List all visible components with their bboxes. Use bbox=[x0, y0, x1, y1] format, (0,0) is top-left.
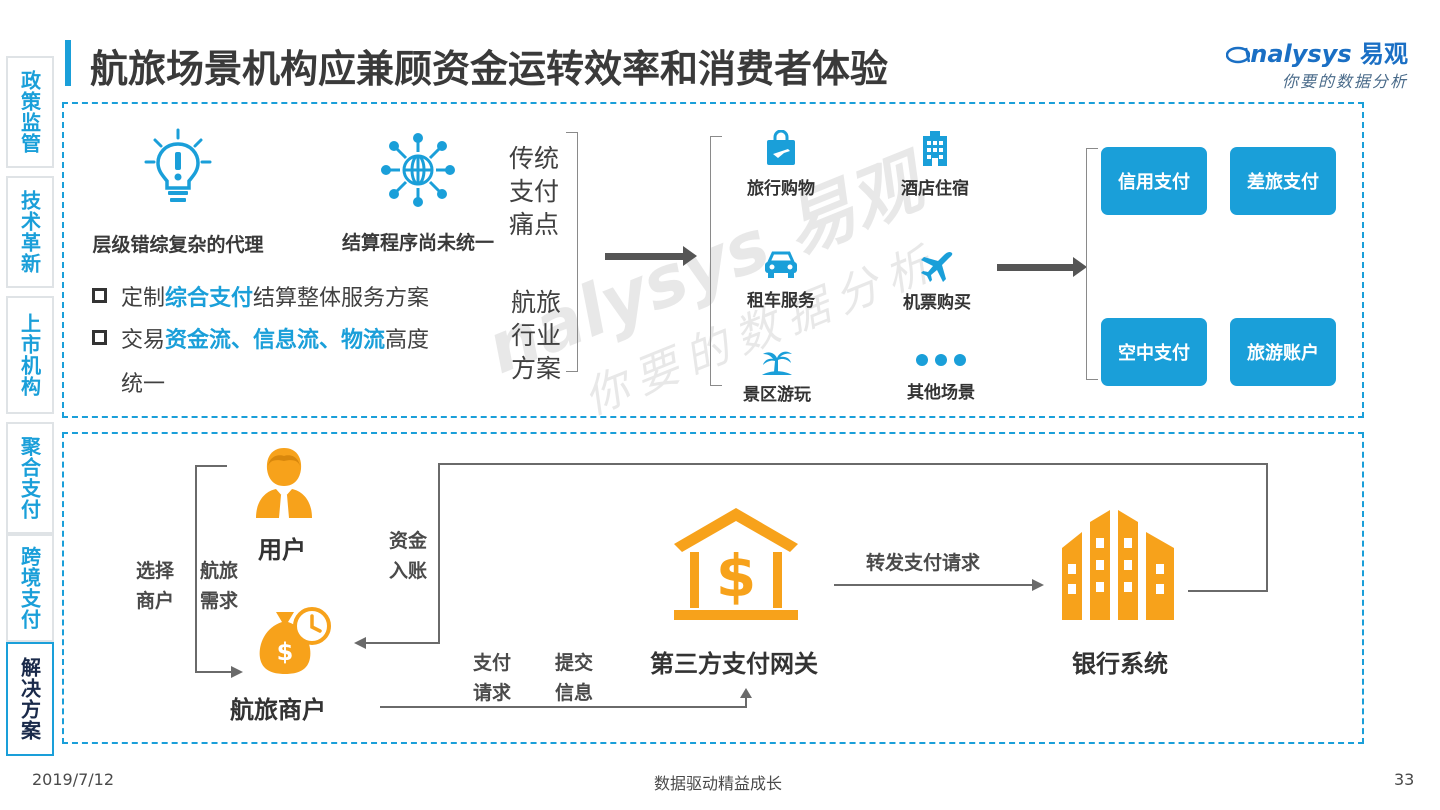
arrow-head-icon bbox=[231, 666, 243, 678]
flow-line bbox=[380, 706, 746, 708]
scenes-bracket bbox=[710, 136, 722, 386]
footer-slogan: 数据驱动精益成长 bbox=[654, 774, 783, 793]
industry-solution-label: 航旅行业方案 bbox=[506, 286, 566, 385]
flow-line bbox=[834, 584, 1034, 586]
submit-info-label: 提交信息 bbox=[554, 652, 593, 704]
bank-building-icon: $ bbox=[674, 508, 798, 620]
arrow-head-icon bbox=[354, 637, 366, 649]
pain-point-label: 层级错综复杂的代理 bbox=[92, 234, 264, 256]
pain-point-label: 结算程序尚未统一 bbox=[341, 232, 494, 254]
payment-flow-panel bbox=[62, 432, 1364, 744]
side-tab-aggregate[interactable]: 聚合支付 bbox=[6, 422, 54, 534]
credit-payment-button[interactable]: 信用支付 bbox=[1101, 147, 1207, 215]
side-tab-label: 解决方案 bbox=[12, 647, 48, 751]
scene-label: 其他场景 bbox=[907, 383, 975, 403]
brand-name: nalysys 易观 bbox=[1226, 34, 1408, 69]
more-dots-icon bbox=[916, 354, 966, 366]
forward-request-label: 转发支付请求 bbox=[866, 552, 981, 574]
money-bag-clock-icon: $ bbox=[259, 607, 331, 674]
scene-attraction: 景区游玩 bbox=[722, 348, 832, 405]
business-travel-payment-button[interactable]: 差旅支付 bbox=[1230, 147, 1336, 215]
brand-name-cn: 易观 bbox=[1360, 40, 1408, 68]
side-tab-policy[interactable]: 政策监管 bbox=[6, 56, 54, 168]
side-tab-tech[interactable]: 技术革新 bbox=[6, 176, 54, 288]
label-bracket bbox=[566, 132, 578, 372]
travel-need-label: 航旅需求 bbox=[199, 560, 238, 612]
scene-car-rental: 租车服务 bbox=[726, 250, 836, 311]
user-label: 用户 bbox=[258, 536, 306, 564]
side-tab-label: 跨境支付 bbox=[12, 539, 48, 637]
globe-network-icon bbox=[381, 133, 455, 207]
analysys-a-icon bbox=[1226, 46, 1251, 64]
checkbox-square-icon bbox=[92, 330, 107, 345]
flow-line bbox=[195, 671, 233, 673]
flow-line bbox=[438, 463, 1267, 465]
flow-line bbox=[1266, 463, 1268, 591]
checkbox-square-icon bbox=[92, 288, 107, 303]
solution-bullet-2: 交易资金流、信息流、物流高度 bbox=[92, 322, 429, 354]
arrow-head-icon bbox=[740, 688, 752, 698]
flow-line bbox=[1188, 590, 1268, 592]
funds-in-label: 资金入账 bbox=[388, 530, 427, 582]
side-tab-label: 政策监管 bbox=[12, 61, 48, 163]
svg-text:$: $ bbox=[277, 638, 294, 666]
side-tab-label: 上市机构 bbox=[12, 301, 48, 409]
hotel-icon bbox=[923, 131, 947, 166]
bank-system-icon bbox=[1062, 510, 1174, 620]
arrow-head-icon bbox=[1032, 579, 1044, 591]
gateway-label: 第三方支付网关 bbox=[650, 650, 818, 678]
scene-label: 租车服务 bbox=[747, 291, 815, 311]
solution-bullet-1: 定制综合支付结算整体服务方案 bbox=[92, 280, 429, 312]
palm-tree-icon bbox=[762, 351, 792, 375]
scene-other: 其他场景 bbox=[886, 352, 996, 403]
flow-line bbox=[745, 696, 747, 708]
user-icon bbox=[256, 448, 312, 518]
car-icon bbox=[765, 251, 797, 278]
side-tab-solution[interactable]: 解决方案 bbox=[6, 642, 54, 756]
page-title: 航旅场景机构应兼顾资金运转效率和消费者体验 bbox=[90, 47, 889, 91]
footer-date: 2019/7/12 bbox=[32, 770, 115, 789]
bank-label: 银行系统 bbox=[1072, 650, 1168, 678]
pain-point-agents: 层级错综复杂的代理 bbox=[82, 128, 274, 257]
svg-text:$: $ bbox=[716, 542, 756, 610]
scene-label: 景区游玩 bbox=[743, 385, 811, 405]
arrow-right-icon bbox=[605, 246, 697, 266]
solution-panel bbox=[62, 102, 1364, 418]
inflight-payment-button[interactable]: 空中支付 bbox=[1101, 318, 1207, 386]
scene-flight: 机票购买 bbox=[882, 250, 992, 313]
scene-hotel: 酒店住宿 bbox=[880, 130, 990, 199]
shopping-bag-icon bbox=[767, 129, 795, 165]
side-tab-listed[interactable]: 上市机构 bbox=[6, 296, 54, 414]
pain-point-settlement: 结算程序尚未统一 bbox=[320, 132, 516, 255]
travel-account-button[interactable]: 旅游账户 bbox=[1230, 318, 1336, 386]
lightbulb-alert-icon bbox=[144, 128, 212, 202]
traditional-pain-text: 传统支付痛点 bbox=[508, 144, 559, 239]
title-accent-bar bbox=[65, 40, 71, 86]
scene-shopping: 旅行购物 bbox=[726, 129, 836, 199]
airplane-icon bbox=[921, 251, 953, 282]
scene-label: 旅行购物 bbox=[747, 179, 815, 199]
brand-tagline: 你要的数据分析 bbox=[1281, 72, 1408, 91]
brand-logo: nalysys 易观 你要的数据分析 bbox=[1218, 34, 1408, 91]
payments-bracket bbox=[1086, 148, 1098, 380]
solution-bullet-2-continuation: 统一 bbox=[121, 372, 166, 397]
flow-line bbox=[438, 463, 440, 643]
scene-label: 酒店住宿 bbox=[901, 179, 969, 199]
pay-request-label: 支付请求 bbox=[472, 652, 511, 704]
industry-solution-text: 航旅行业方案 bbox=[510, 288, 561, 383]
flow-line bbox=[364, 642, 440, 644]
select-merchant-label: 选择商户 bbox=[135, 560, 174, 612]
page-number: 33 bbox=[1394, 770, 1415, 789]
traditional-pain-label: 传统支付痛点 bbox=[504, 142, 564, 241]
flow-line bbox=[195, 465, 197, 671]
scene-label: 机票购买 bbox=[903, 293, 971, 313]
flow-line bbox=[195, 465, 227, 467]
side-tab-crossborder[interactable]: 跨境支付 bbox=[6, 534, 54, 642]
merchant-label: 航旅商户 bbox=[230, 696, 326, 724]
side-tab-label: 技术革新 bbox=[12, 181, 48, 283]
arrow-right-icon bbox=[997, 257, 1087, 277]
side-tab-label: 聚合支付 bbox=[12, 427, 48, 529]
